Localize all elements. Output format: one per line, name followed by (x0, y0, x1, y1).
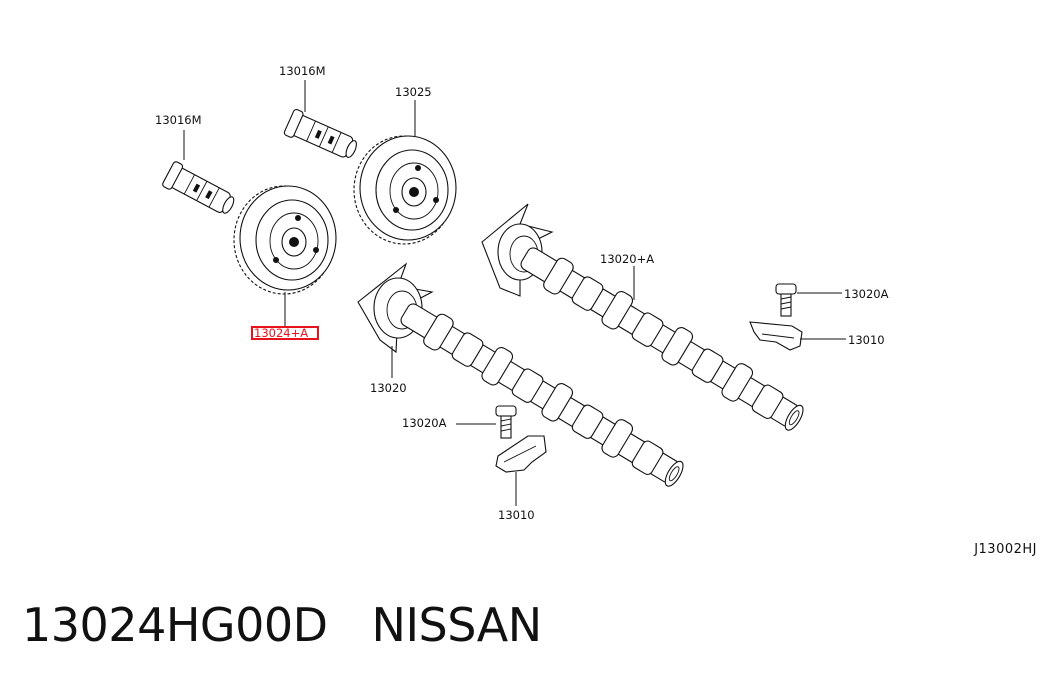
solenoid-valve-right (283, 108, 357, 158)
bracket-right (749, 321, 803, 351)
sprocket-rear (353, 135, 457, 245)
drawing-reference-code: J13002HJ (974, 542, 1037, 557)
exploded-parts-diagram: 13016M 13016M 13025 13024+A 13020+A 1302… (155, 64, 889, 522)
brand-name: NISSAN (371, 598, 543, 652)
bracket-lower (495, 435, 547, 473)
label-solenoid-left: 13016M (155, 113, 202, 127)
label-bolt-lower: 13020A (402, 416, 447, 430)
highlight-box (251, 326, 319, 340)
part-number: 13024HG00D (22, 598, 328, 652)
label-bracket-lower: 13010 (498, 508, 535, 522)
bolt-right (775, 283, 797, 317)
label-bolt-right: 13020A (844, 287, 889, 301)
label-camshaft-front: 13020 (370, 381, 407, 395)
footer-caption: 13024HG00D NISSAN (22, 598, 542, 652)
camshaft-rear (481, 203, 804, 431)
label-bracket-right: 13010 (848, 333, 885, 347)
sprocket-front (233, 185, 337, 295)
label-sprocket-front: 13024+A (254, 326, 308, 340)
label-sprocket-rear: 13025 (395, 85, 432, 99)
bolt-lower (495, 405, 517, 439)
camshaft-front (357, 262, 684, 487)
label-camshaft-rear: 13020+A (600, 252, 654, 266)
label-solenoid-right: 13016M (279, 64, 326, 78)
solenoid-valve-left (162, 161, 235, 214)
